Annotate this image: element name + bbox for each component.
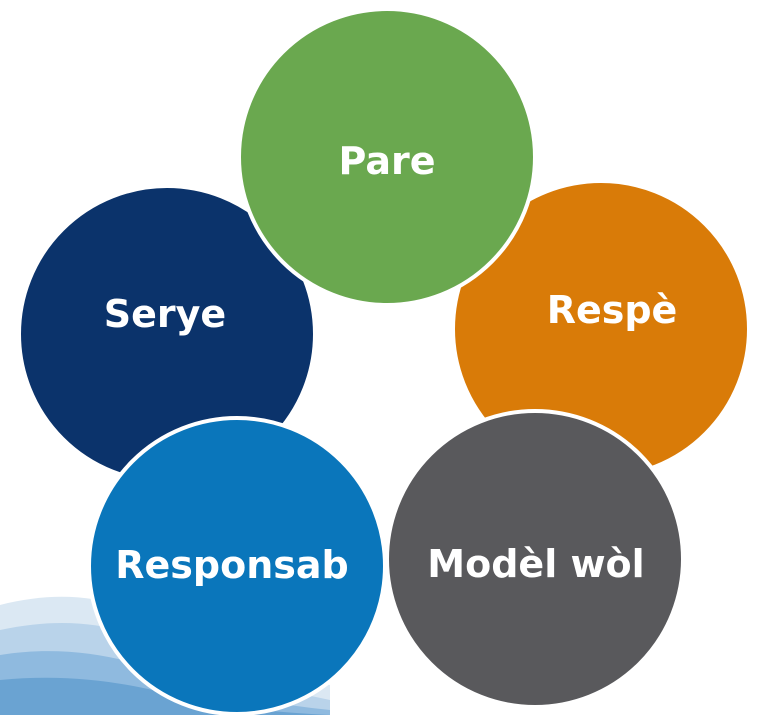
circle-serye-label: Serye: [103, 292, 227, 336]
circle-model-wol-label: Modèl wòl: [427, 542, 645, 586]
circle-pare-label: Pare: [338, 139, 436, 183]
circle-responsab: Responsab: [87, 416, 387, 716]
circle-responsab-label: Responsab: [115, 543, 349, 587]
circle-model-wol: Modèl wòl: [385, 409, 685, 709]
circle-pare: Pare: [237, 7, 537, 307]
circle-respe-label: Respè: [546, 288, 678, 332]
